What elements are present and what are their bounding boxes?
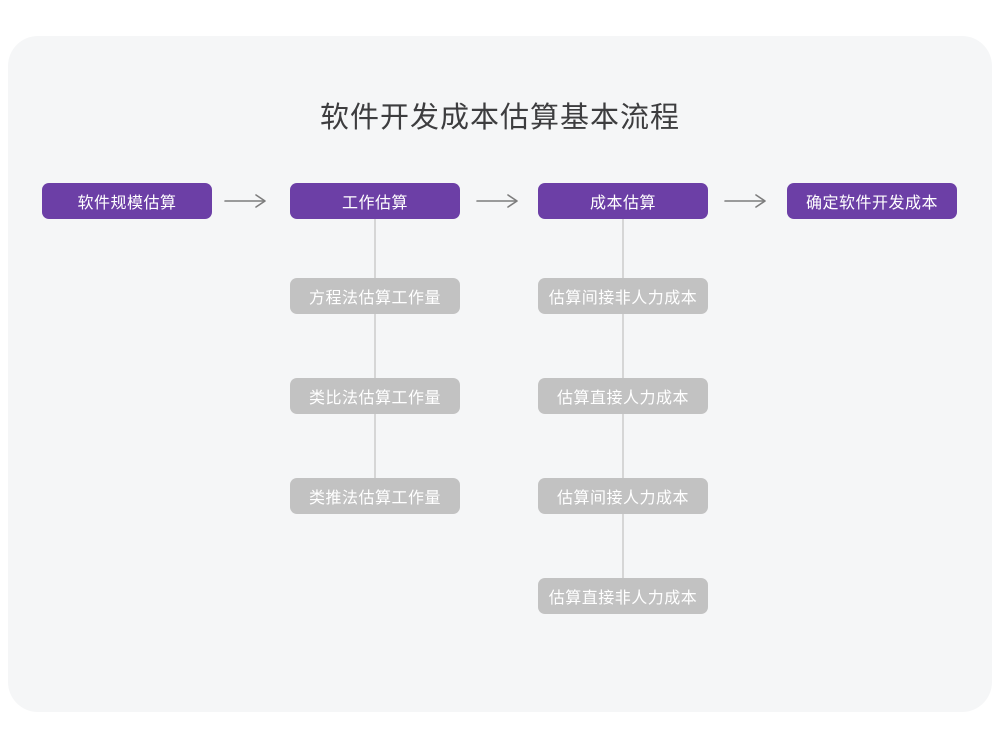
diagram-canvas: 软件开发成本估算基本流程 软件规模估算 工作估算 成本估算 确定软件开发成本 方… bbox=[8, 36, 992, 712]
flow-arrow-icon bbox=[224, 193, 270, 209]
node-label: 估算间接人力成本 bbox=[556, 490, 689, 507]
node-determine-development-cost: 确定软件开发成本 bbox=[787, 183, 957, 219]
node-label: 估算直接人力成本 bbox=[556, 390, 689, 407]
subnode-analogy-method-workload: 类比法估算工作量 bbox=[290, 378, 460, 414]
node-label: 软件规模估算 bbox=[77, 195, 177, 212]
node-label: 估算间接非人力成本 bbox=[548, 290, 698, 307]
flow-arrow-icon bbox=[476, 193, 522, 209]
node-label: 确定软件开发成本 bbox=[805, 195, 938, 212]
subnode-equation-method-workload: 方程法估算工作量 bbox=[290, 278, 460, 314]
node-cost-estimation: 成本估算 bbox=[538, 183, 708, 219]
node-label: 估算直接非人力成本 bbox=[548, 590, 698, 607]
flow-arrow-icon bbox=[724, 193, 770, 209]
node-label: 方程法估算工作量 bbox=[308, 290, 441, 307]
subnode-direct-nonlabor-cost: 估算直接非人力成本 bbox=[538, 578, 708, 614]
node-label: 类比法估算工作量 bbox=[308, 390, 441, 407]
node-label: 工作估算 bbox=[341, 195, 408, 212]
diagram-title: 软件开发成本估算基本流程 bbox=[319, 102, 680, 134]
node-software-size-estimation: 软件规模估算 bbox=[42, 183, 212, 219]
node-label: 类推法估算工作量 bbox=[308, 490, 441, 507]
subnode-indirect-nonlabor-cost: 估算间接非人力成本 bbox=[538, 278, 708, 314]
subnode-extrapolation-method-workload: 类推法估算工作量 bbox=[290, 478, 460, 514]
connector-line-work-estimation bbox=[374, 219, 376, 496]
subnode-indirect-labor-cost: 估算间接人力成本 bbox=[538, 478, 708, 514]
node-label: 成本估算 bbox=[589, 195, 656, 212]
subnode-direct-labor-cost: 估算直接人力成本 bbox=[538, 378, 708, 414]
node-work-estimation: 工作估算 bbox=[290, 183, 460, 219]
